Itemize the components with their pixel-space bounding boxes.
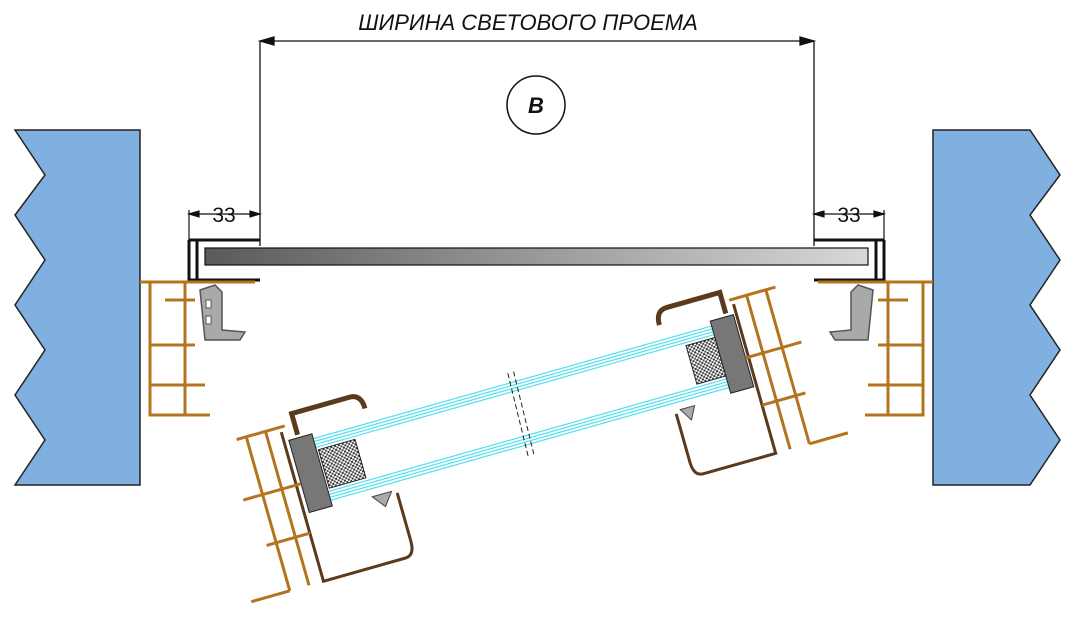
- right-wall: [932, 129, 1061, 486]
- left-frame-profile: [140, 280, 255, 417]
- opening-width-dimension: [257, 36, 817, 246]
- left-wall: [13, 129, 141, 486]
- right-sash-profile: [655, 285, 849, 476]
- opening-width-title: ШИРИНА СВЕТОВОГО ПРОЕМА: [358, 10, 698, 35]
- rail-bar: [204, 247, 869, 266]
- tilted-glass-unit: [236, 285, 849, 604]
- svg-text:B: B: [528, 93, 544, 118]
- dimension-left-33: 33: [186, 204, 263, 245]
- svg-text:33: 33: [212, 204, 235, 227]
- left-sash-profile: [236, 394, 414, 604]
- marker-b: B: [506, 75, 566, 135]
- right-frame-profile: [818, 280, 933, 417]
- svg-text:33: 33: [837, 204, 860, 227]
- top-profile-frame: [187, 238, 886, 282]
- dimension-right-33: 33: [811, 204, 887, 245]
